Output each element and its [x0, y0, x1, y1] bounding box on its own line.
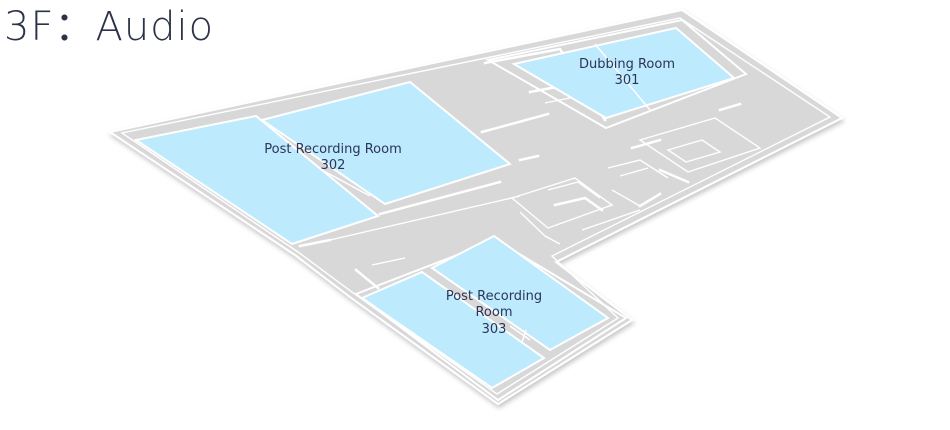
room-303-left-area — [359, 270, 546, 390]
room-301-outer — [485, 18, 748, 130]
room-303-name-line2: Room — [475, 305, 512, 320]
room-302-number: 302 — [321, 158, 346, 173]
room-302-name: Post Recording Room — [264, 142, 402, 157]
room-post-recording-303[interactable]: Post Recording Room 303 — [353, 234, 628, 402]
room-303-name-line1: Post Recording — [446, 289, 542, 304]
interior-walls — [298, 47, 762, 290]
room-303-number: 303 — [482, 322, 507, 337]
room-post-recording-302[interactable]: Post Recording Room 302 — [133, 80, 513, 246]
page-title: 3F：Audio — [4, 4, 215, 50]
room-dubbing-301[interactable]: Dubbing Room 301 — [485, 18, 748, 130]
room-301-number: 301 — [615, 73, 640, 88]
room-303-right-area — [430, 234, 610, 352]
floor-outline — [120, 17, 832, 395]
room-302-left-area — [133, 114, 381, 246]
room-301-area — [511, 26, 737, 120]
room-302-right-area — [259, 80, 513, 206]
room-301-name: Dubbing Room — [579, 57, 675, 72]
